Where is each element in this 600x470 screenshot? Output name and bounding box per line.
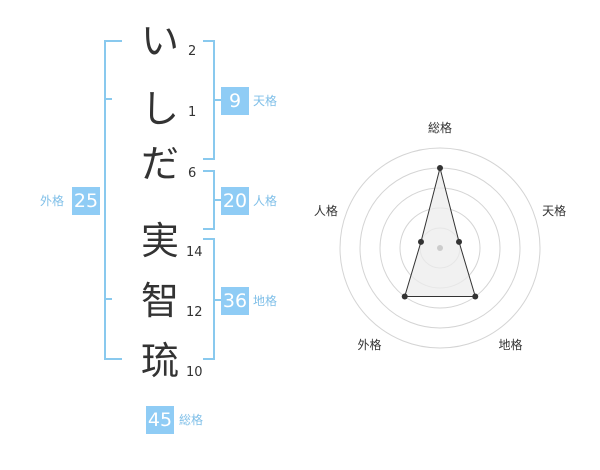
radar-center-point <box>437 245 443 251</box>
name-char-3: だ <box>140 142 179 186</box>
radar-axis-label-2: 天格 <box>542 203 566 218</box>
name-char-4: 実 <box>140 219 179 263</box>
name-char-1: い <box>140 19 179 63</box>
soukaku-label: 総格 <box>179 413 204 427</box>
stroke-count-6: 10 <box>186 365 203 380</box>
gaikaku-bracket <box>104 40 122 360</box>
gaikaku-bracket-tick <box>104 98 112 100</box>
chikaku-connector <box>213 299 221 301</box>
radar-axis-label-4: 外格 <box>357 337 381 352</box>
name-char-5: 智 <box>140 279 179 323</box>
stroke-count-3: 6 <box>188 166 197 181</box>
jinkaku-badge: 20 <box>221 187 249 215</box>
name-char-6: 琉 <box>140 339 179 383</box>
tenkaku-connector <box>213 99 221 101</box>
radar-axis-label-3: 地格 <box>499 337 523 352</box>
radar-point-5 <box>417 238 424 245</box>
radar-point-2 <box>456 238 463 245</box>
chikaku-label: 地格 <box>253 294 278 308</box>
stroke-count-2: 1 <box>188 105 197 120</box>
radar-axis-label-1: 総格 <box>428 120 452 135</box>
jinkaku-label: 人格 <box>253 194 278 208</box>
gaikaku-label: 外格 <box>40 194 65 208</box>
tenkaku-badge: 9 <box>221 87 249 115</box>
radar-point-1 <box>437 165 443 171</box>
radar-point-3 <box>472 293 479 300</box>
stroke-count-1: 2 <box>188 44 197 59</box>
gaikaku-bracket-tick <box>104 298 112 300</box>
chikaku-badge: 36 <box>221 287 249 315</box>
stroke-count-5: 12 <box>186 305 203 320</box>
tenkaku-label: 天格 <box>253 94 278 108</box>
radar-ring <box>339 147 541 349</box>
radar-polygon <box>404 167 476 297</box>
radar-axis-label-5: 人格 <box>314 203 338 218</box>
stroke-count-4: 14 <box>186 245 203 260</box>
name-char-2: し <box>140 87 179 131</box>
gaikaku-badge: 25 <box>72 187 100 215</box>
radar-point-4 <box>401 293 408 300</box>
soukaku-badge: 45 <box>146 406 174 434</box>
jinkaku-connector <box>213 199 221 201</box>
